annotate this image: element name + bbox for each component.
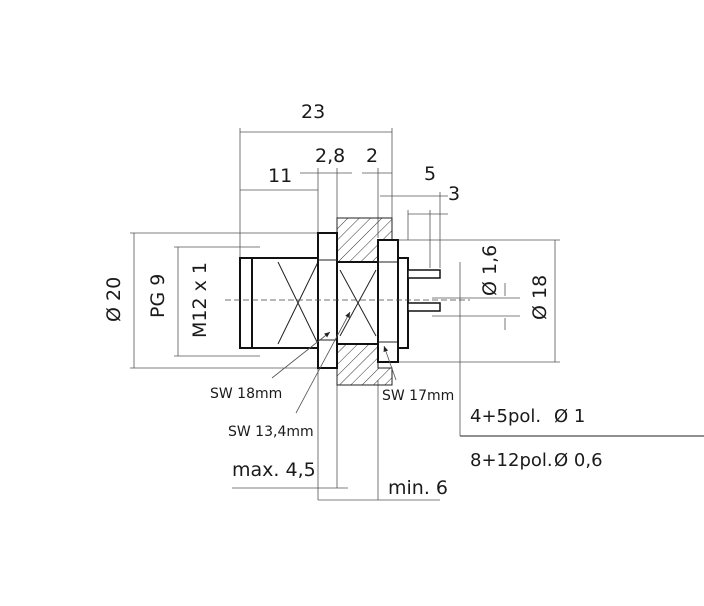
dim-rear-diameter: Ø 18 — [529, 275, 551, 320]
pin-table-diameter: Ø 1 — [554, 406, 585, 427]
dim-gap: 2 — [366, 145, 378, 167]
dim-flange-thickness: 2,8 — [315, 145, 345, 167]
dim-thread-length: 11 — [268, 165, 292, 187]
connector-body — [225, 217, 470, 386]
pin-table-poles: 8+12pol. — [470, 450, 553, 471]
dim-min-panel: min. 6 — [388, 477, 448, 499]
dim-overall-length: 23 — [301, 101, 325, 123]
dim-metric-thread: M12 x 1 — [189, 262, 211, 338]
callout-leaders — [271, 311, 397, 414]
callout-sw-13-4: SW 13,4mm — [228, 424, 314, 440]
pin-table-poles: 4+5pol. — [470, 406, 541, 427]
dimension-lines — [130, 128, 704, 501]
dim-pin-length: 5 — [424, 163, 436, 185]
dim-outer-diameter: Ø 20 — [103, 277, 125, 322]
dim-pin-offset: 3 — [448, 183, 460, 205]
callout-sw-18: SW 18mm — [210, 386, 282, 402]
pin-table: 4+5pol. Ø 1 8+12pol. Ø 0,6 — [470, 406, 603, 471]
dim-pg-thread: PG 9 — [147, 274, 169, 318]
dim-pin-diameter: Ø 1,6 — [479, 245, 501, 296]
dim-max-panel: max. 4,5 — [232, 459, 316, 481]
pin-table-diameter: Ø 0,6 — [554, 450, 603, 471]
callout-sw-17: SW 17mm — [382, 388, 454, 404]
